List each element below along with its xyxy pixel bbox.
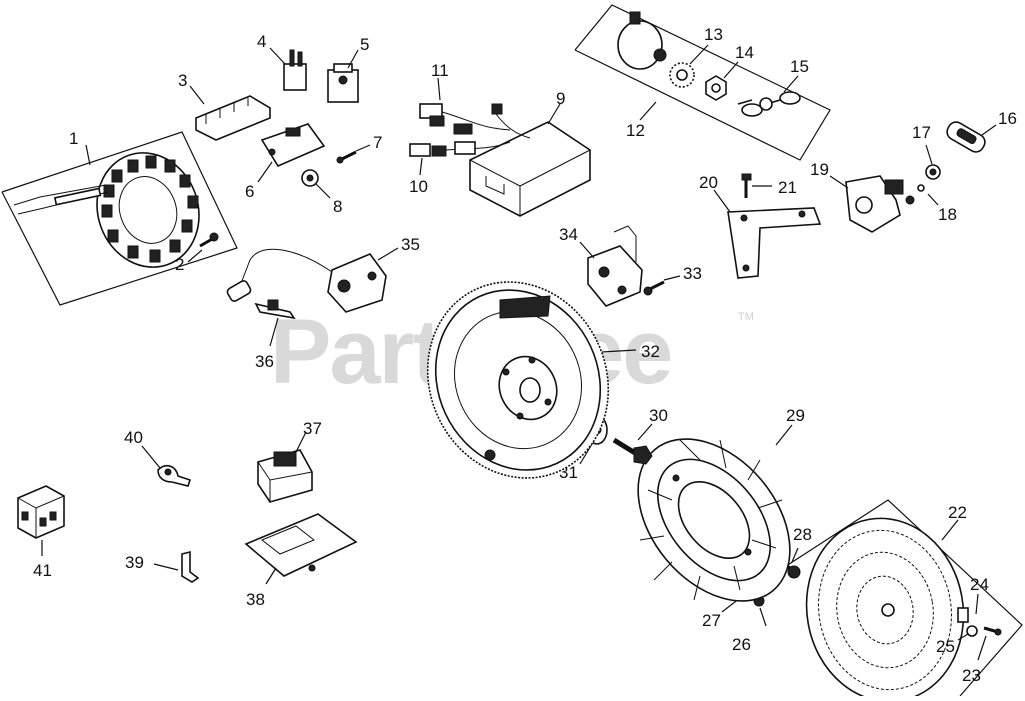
- part-ignition-module[interactable]: [587, 225, 643, 307]
- part-grommet[interactable]: [944, 119, 988, 155]
- part-switch[interactable]: [257, 449, 313, 503]
- callout-20[interactable]: 20: [699, 173, 718, 192]
- callout-17[interactable]: 17: [912, 123, 931, 142]
- part-screw-23[interactable]: [983, 626, 1002, 636]
- part-relay[interactable]: [327, 63, 359, 103]
- callout-23[interactable]: 23: [962, 666, 981, 685]
- part-clamp[interactable]: [157, 464, 192, 487]
- part-terminal-connector[interactable]: [283, 49, 307, 91]
- callout-21[interactable]: 21: [778, 178, 797, 197]
- callout-26[interactable]: 26: [732, 635, 751, 654]
- part-spacer[interactable]: [957, 607, 969, 623]
- part-keys[interactable]: [737, 91, 801, 117]
- callout-38[interactable]: 38: [246, 590, 265, 609]
- part-cooling-fan[interactable]: [607, 410, 820, 631]
- callout-37[interactable]: 37: [303, 419, 322, 438]
- callout-18[interactable]: 18: [938, 205, 957, 224]
- callout-5[interactable]: 5: [360, 35, 369, 54]
- callout-29[interactable]: 29: [786, 406, 805, 425]
- callout-16[interactable]: 16: [998, 109, 1017, 128]
- part-screw-2[interactable]: [199, 232, 219, 248]
- callout-2[interactable]: 2: [175, 255, 184, 274]
- part-grille-group[interactable]: [779, 499, 1023, 701]
- callout-6[interactable]: 6: [245, 182, 254, 201]
- callout-13[interactable]: 13: [704, 25, 723, 44]
- callout-8[interactable]: 8: [333, 197, 342, 216]
- callout-11[interactable]: 11: [431, 61, 449, 80]
- watermark-trademark: TM: [738, 311, 754, 323]
- part-connector-block[interactable]: [195, 95, 271, 141]
- part-lock-washer[interactable]: [669, 62, 695, 88]
- callout-12[interactable]: 12: [626, 121, 645, 140]
- part-terminal-clip[interactable]: [181, 550, 200, 583]
- callout-14[interactable]: 14: [735, 43, 754, 62]
- part-plate[interactable]: [244, 513, 358, 577]
- callout-27[interactable]: 27: [702, 611, 721, 630]
- part-spark-plug[interactable]: [254, 299, 296, 320]
- callout-19[interactable]: 19: [810, 160, 829, 179]
- part-bolt-21[interactable]: [741, 173, 752, 198]
- callout-39[interactable]: 39: [125, 553, 144, 572]
- callout-3[interactable]: 3: [178, 71, 187, 90]
- callout-33[interactable]: 33: [683, 264, 702, 283]
- part-ignition-coil[interactable]: [226, 248, 387, 313]
- part-nut-17[interactable]: [925, 164, 941, 180]
- part-nut-8[interactable]: [301, 169, 319, 187]
- part-regulator[interactable]: [469, 121, 591, 217]
- callout-25[interactable]: 25: [936, 637, 955, 656]
- part-washer-18[interactable]: [917, 184, 925, 192]
- part-screw-7[interactable]: [336, 150, 357, 164]
- part-hex-nut-14[interactable]: [705, 75, 727, 101]
- part-flywheel[interactable]: [396, 252, 640, 508]
- callout-4[interactable]: 4: [257, 32, 266, 51]
- callout-41[interactable]: 41: [33, 561, 52, 580]
- callout-24[interactable]: 24: [970, 575, 989, 594]
- callout-7[interactable]: 7: [373, 133, 382, 152]
- callout-32[interactable]: 32: [641, 342, 660, 361]
- part-stator[interactable]: [1, 131, 238, 306]
- callout-35[interactable]: 35: [401, 235, 420, 254]
- callout-30[interactable]: 30: [649, 406, 668, 425]
- callout-36[interactable]: 36: [255, 352, 274, 371]
- part-rectifier[interactable]: [260, 123, 326, 168]
- callout-9[interactable]: 9: [556, 89, 565, 108]
- part-bracket[interactable]: [727, 207, 822, 279]
- part-screw-33[interactable]: [643, 280, 665, 296]
- callout-28[interactable]: 28: [793, 525, 812, 544]
- callout-1[interactable]: 1: [69, 129, 78, 148]
- callout-40[interactable]: 40: [124, 428, 143, 447]
- callout-15[interactable]: 15: [790, 57, 809, 76]
- part-solenoid[interactable]: [845, 175, 915, 233]
- part-connector-housing[interactable]: [17, 485, 65, 539]
- part-washer-25[interactable]: [966, 625, 978, 637]
- callout-34[interactable]: 34: [559, 225, 578, 244]
- callout-10[interactable]: 10: [409, 177, 428, 196]
- part-harness[interactable]: [409, 103, 531, 157]
- part-flywheel-bolt[interactable]: [612, 437, 653, 465]
- callout-22[interactable]: 22: [948, 503, 967, 522]
- part-keyswitch-group[interactable]: [574, 4, 831, 161]
